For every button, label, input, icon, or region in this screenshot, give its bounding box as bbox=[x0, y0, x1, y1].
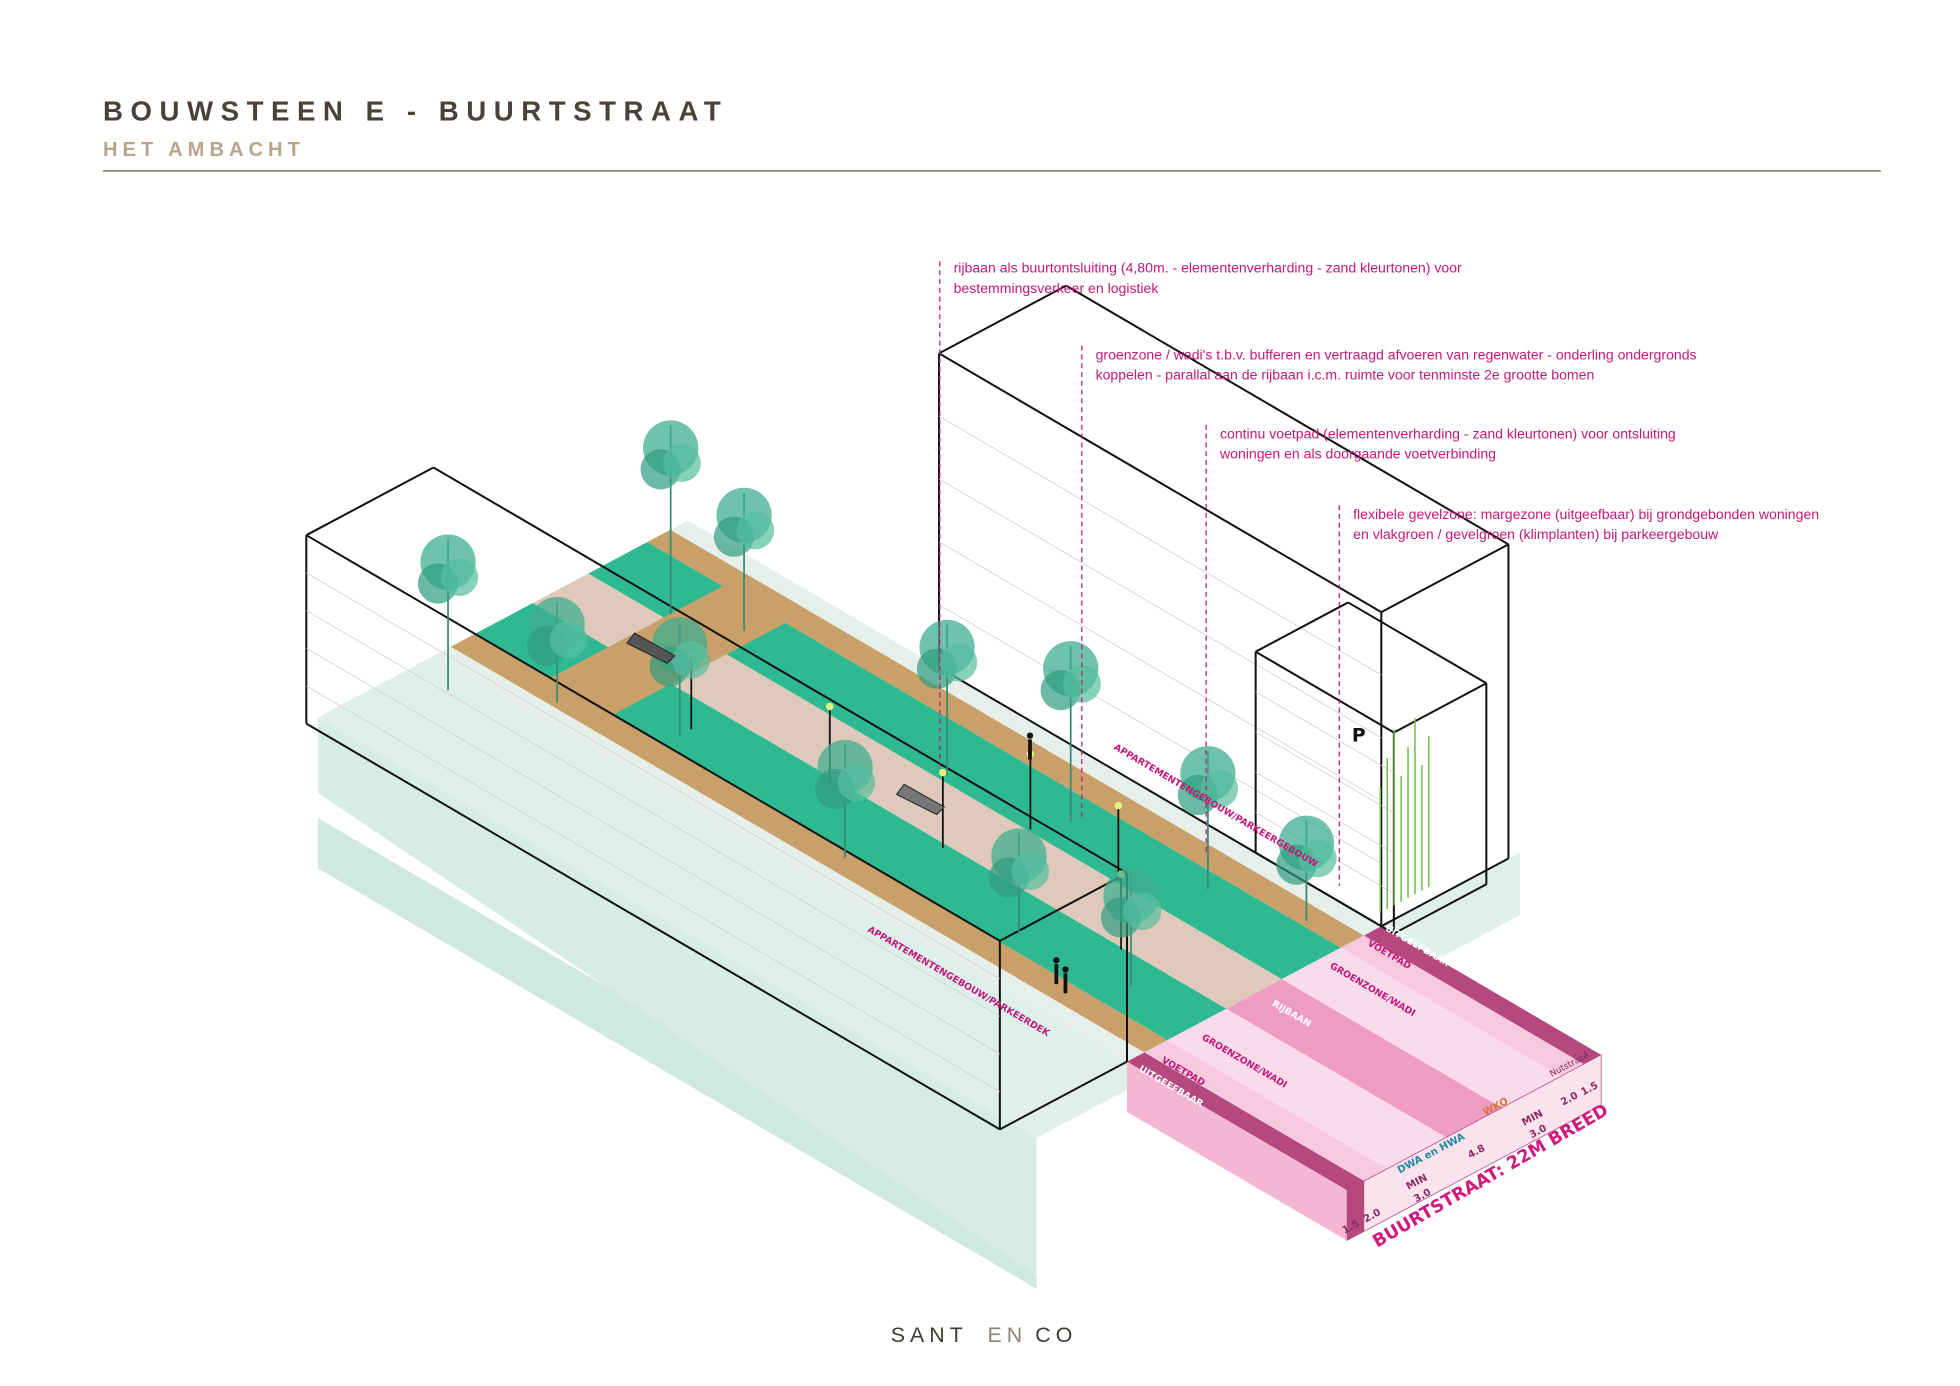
tree-crown bbox=[663, 444, 701, 482]
tree-crown bbox=[1200, 770, 1239, 808]
parking-building-floor-line bbox=[1255, 771, 1395, 854]
section-band bbox=[1281, 947, 1561, 1108]
lamp-light-icon bbox=[939, 768, 947, 777]
brand-sant: SANT bbox=[891, 1323, 968, 1347]
pedestrian-head bbox=[1053, 957, 1060, 964]
tree-crown bbox=[837, 763, 876, 802]
building-left-edge bbox=[999, 1060, 1128, 1131]
annotation-voetpad: continu voetpad (elementenverharding - z… bbox=[1205, 424, 1676, 855]
section-band bbox=[1340, 935, 1584, 1077]
annotation-line: groenzone / wadi's t.b.v. bufferen en ve… bbox=[1096, 346, 1697, 362]
annotation-line: koppelen - parallal aan de rijbaan i.c.m… bbox=[1096, 367, 1595, 383]
building-left-floor-line bbox=[306, 647, 1001, 1055]
pedestrian-head bbox=[1026, 732, 1034, 739]
delivery-van bbox=[626, 632, 676, 664]
parking-building-floor-line bbox=[1255, 731, 1395, 814]
ground-slab-side bbox=[317, 818, 1037, 1289]
section-band bbox=[1167, 1008, 1447, 1169]
page-title: BOUWSTEEN E - BUURTSTRAAT bbox=[103, 96, 728, 127]
band-groenzone bbox=[588, 542, 1341, 980]
footer-brand: SANT EN CO bbox=[891, 1323, 1077, 1347]
building-left-edge bbox=[305, 722, 1001, 1131]
tree-crown bbox=[1011, 852, 1050, 890]
annotation-groenzone: groenzone / wadi's t.b.v. bufferen en ve… bbox=[1081, 345, 1697, 817]
car bbox=[895, 783, 946, 816]
section-front-uitgeefbaar bbox=[1346, 1181, 1365, 1241]
annotation-line: rijbaan als buurtontsluiting (4,80m. - e… bbox=[954, 260, 1462, 276]
band-uitgeefbaar bbox=[670, 520, 1382, 936]
annotation-line: flexibele gevelzone: margezone (uitgeefb… bbox=[1353, 506, 1819, 522]
ground-slab-face bbox=[317, 717, 1037, 1277]
tree-crown bbox=[440, 558, 479, 597]
building-right-edge bbox=[1065, 284, 1509, 546]
parking-building-edge bbox=[1255, 601, 1349, 653]
isometric-street-scene bbox=[305, 284, 1602, 1289]
parking-building-edge bbox=[1255, 650, 1395, 734]
section-side-face bbox=[1127, 1061, 1347, 1241]
annotation-rijbaan: rijbaan als buurtontsluiting (4,80m. - e… bbox=[939, 260, 1462, 767]
band-voetpad bbox=[647, 529, 1364, 948]
parking-sign: P bbox=[1352, 725, 1366, 746]
building-right-edge bbox=[938, 352, 1382, 613]
pedestrian-head bbox=[1062, 966, 1069, 973]
section-band bbox=[1127, 1052, 1365, 1191]
tree-crown bbox=[736, 511, 775, 550]
tree-crown bbox=[672, 641, 710, 679]
building-right-floor-line bbox=[938, 415, 1382, 676]
building-right-edge bbox=[1380, 543, 1509, 613]
building-left-floor-line bbox=[306, 572, 1001, 979]
section-band bbox=[1144, 1040, 1388, 1182]
building-left-floor-line bbox=[306, 610, 1001, 1017]
annotation-line: continu voetpad (elementenverharding - z… bbox=[1220, 426, 1676, 442]
lamp-light-icon bbox=[826, 702, 834, 711]
annotation-gevelzone: flexibele gevelzone: margezone (uitgeefb… bbox=[1338, 505, 1819, 886]
band-voetpad bbox=[450, 634, 1168, 1053]
brand-en: EN bbox=[988, 1323, 1028, 1347]
building-left-edge bbox=[432, 466, 1128, 875]
parking-building-edge bbox=[1347, 601, 1487, 685]
building-left-edge bbox=[999, 872, 1128, 942]
lamp-light-icon bbox=[1114, 801, 1123, 810]
section-band bbox=[1226, 979, 1502, 1138]
annotation-line: woningen en als doorgaande voetverbindin… bbox=[1219, 446, 1496, 462]
annotation-line: en vlakgroen / gevelgroen (klimplanten) … bbox=[1353, 526, 1719, 542]
building-right-floor-line bbox=[938, 478, 1382, 739]
building-left-edge bbox=[305, 466, 434, 537]
tree-crown bbox=[549, 620, 588, 659]
building-left-edge bbox=[305, 534, 1001, 942]
tree-crown bbox=[939, 643, 978, 682]
tree-crown bbox=[1123, 892, 1162, 930]
building-right-edge bbox=[938, 284, 1067, 355]
annotation-line: bestemmingsverkeer en logistiek bbox=[954, 280, 1160, 296]
band-uitgeefbaar bbox=[433, 646, 1145, 1062]
parking-building-floor-line bbox=[1255, 691, 1395, 774]
parking-building-edge bbox=[1393, 883, 1487, 935]
tree-crown bbox=[1298, 839, 1337, 878]
ground-slab-top bbox=[317, 655, 1153, 1138]
building-right-floor-line bbox=[938, 541, 1382, 801]
page-subtitle: HET AMBACHT bbox=[103, 139, 305, 161]
band-groenzone bbox=[473, 602, 1227, 1041]
brand-co: CO bbox=[1035, 1323, 1077, 1347]
building-left-floor-line bbox=[306, 685, 1001, 1093]
parking-building-edge bbox=[1393, 682, 1487, 734]
section-band bbox=[1363, 926, 1602, 1065]
